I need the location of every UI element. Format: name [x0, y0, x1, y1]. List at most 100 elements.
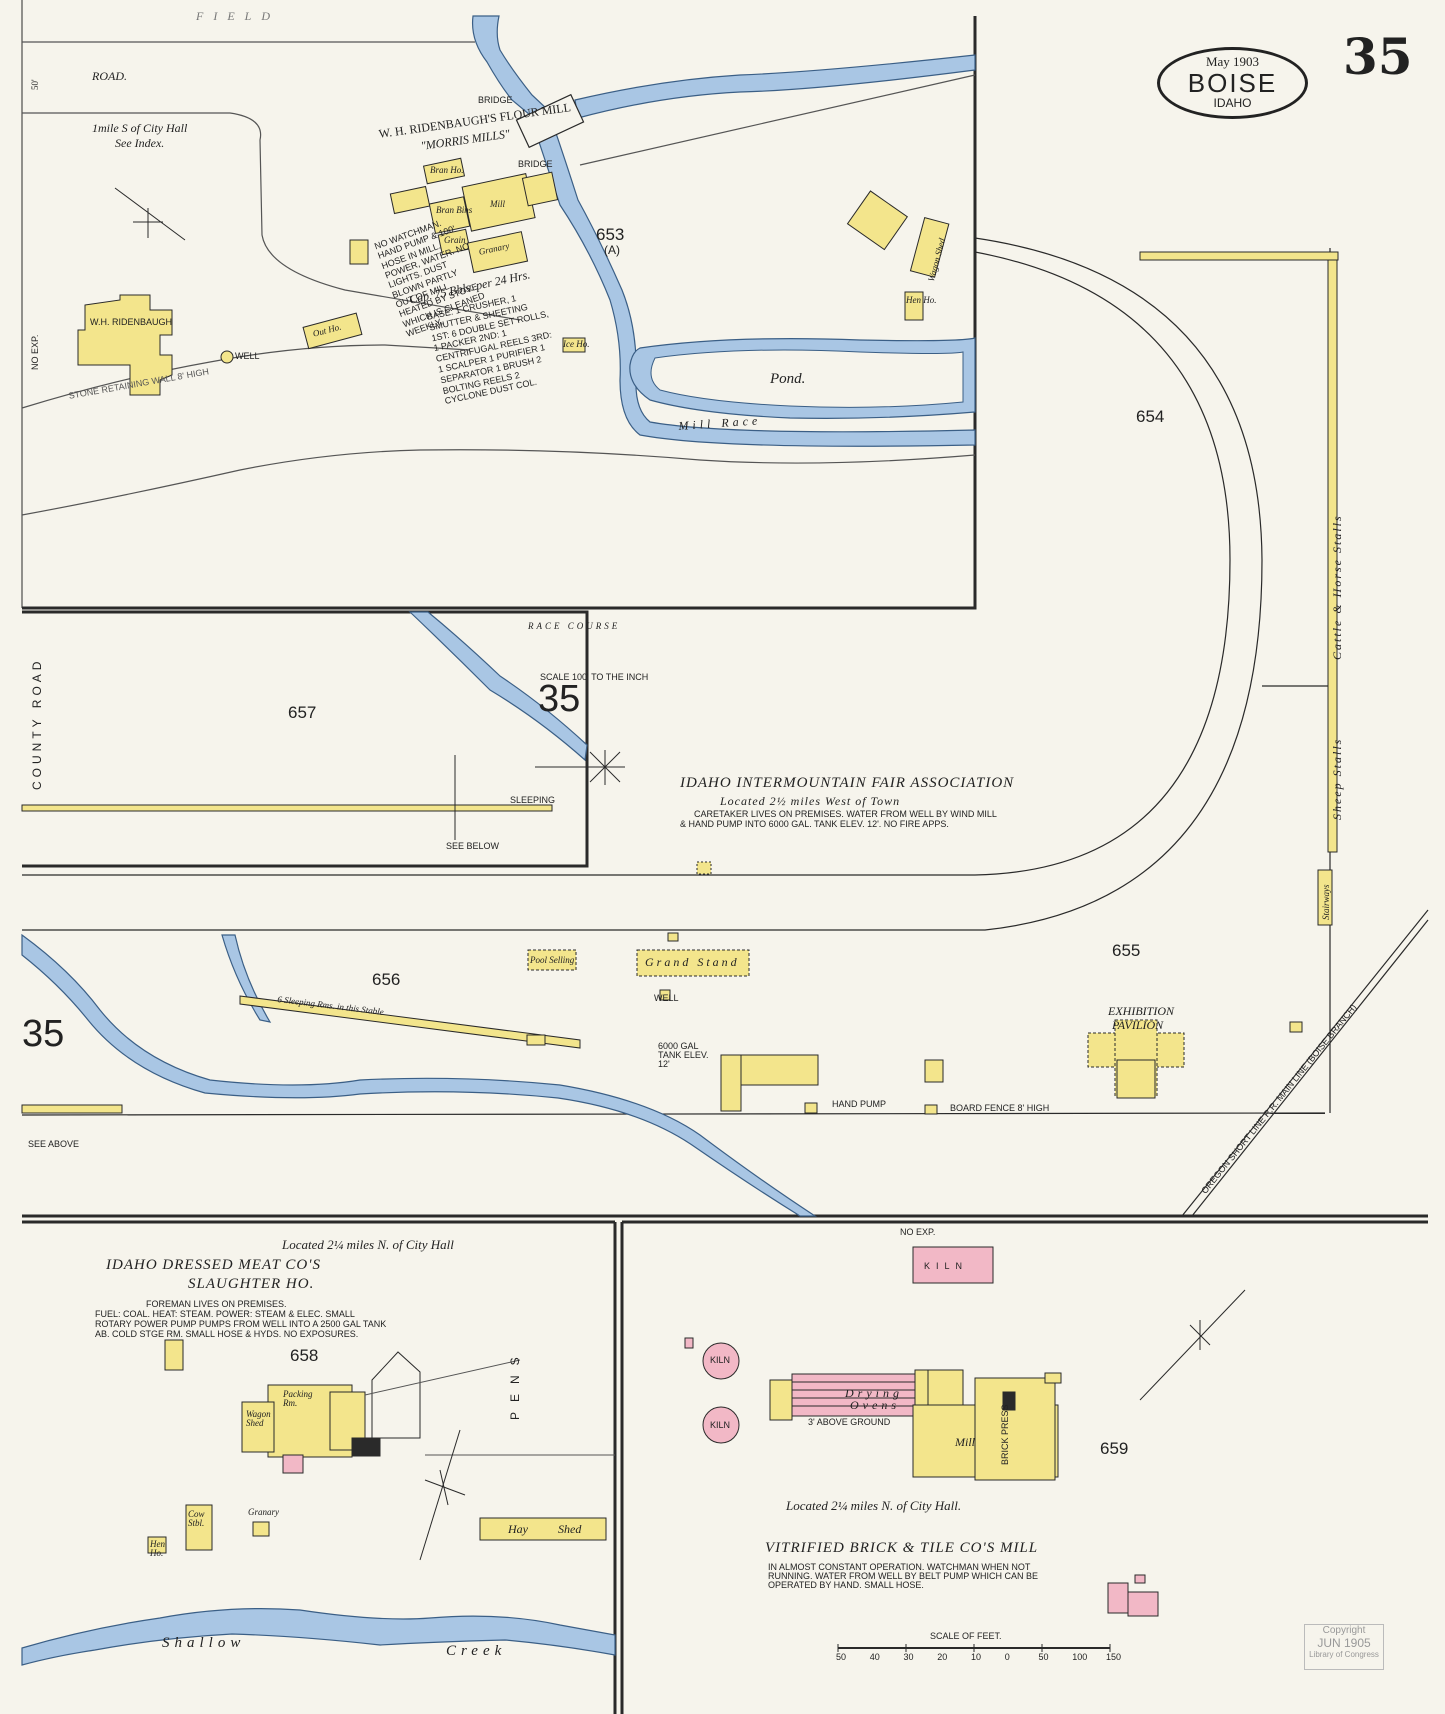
- brick-notes-2: RUNNING. WATER FROM WELL BY BELT PUMP WH…: [768, 1571, 1039, 1581]
- distance-note: 1mile S of City Hall: [92, 121, 188, 135]
- sheep-stalls-label: Sheep Stalls: [1330, 737, 1344, 820]
- granary-label-bl: Granary: [248, 1507, 279, 1517]
- block-656: 656: [372, 970, 401, 989]
- city-name: BOISE: [1187, 68, 1278, 98]
- block-655: 655: [1112, 941, 1141, 960]
- well-label: WELL: [235, 351, 260, 361]
- pond-inner: [650, 349, 964, 408]
- pens-label: PENS: [508, 1347, 522, 1420]
- state-name: IDAHO: [1213, 96, 1252, 110]
- stairways-label: Stairways: [1321, 884, 1331, 920]
- scale-note: SCALE 100' TO THE INCH: [540, 672, 649, 682]
- scale-tick-label: 100: [1072, 1652, 1088, 1662]
- scale-tick-label: 40: [869, 1652, 880, 1662]
- block-653-sub: (A): [604, 243, 620, 257]
- shallow-creek: [21, 1608, 616, 1666]
- scale-tick-label: 50: [836, 1652, 847, 1662]
- hand-pump-label: HAND PUMP: [832, 1099, 887, 1109]
- middle-creek: [21, 611, 818, 1217]
- kiln-top-label: KILN: [924, 1261, 969, 1271]
- block-657: 657: [288, 703, 317, 722]
- copyright-stamp: Copyright JUN 1905 Library of Congress: [1304, 1624, 1384, 1670]
- top-panel-streets: [21, 41, 976, 516]
- board-fence-label: BOARD FENCE 8' HIGH: [950, 1103, 1050, 1113]
- brick-press-label: BRICK PRESS: [1000, 1404, 1010, 1465]
- block-654: 654: [1136, 407, 1165, 426]
- hen-ho-label: Hen Ho.: [906, 295, 937, 305]
- sheet-ref-35-middle: 35: [538, 678, 581, 720]
- pond-label: Pond.: [770, 371, 806, 387]
- drying-label: Drying: [845, 1386, 903, 1400]
- block-653: 653: [596, 225, 625, 244]
- road-label: ROAD.: [92, 69, 127, 83]
- see-above-label: SEE ABOVE: [28, 1139, 80, 1149]
- kiln-1-label: KILN: [710, 1355, 731, 1365]
- cattle-horse-stalls-label: Cattle & Horse Stalls: [1330, 514, 1344, 660]
- sleeping-label: SLEEPING: [510, 795, 556, 805]
- well-label-middle: WELL: [654, 993, 679, 1003]
- road-width-label: 50': [30, 79, 40, 90]
- cow-stable-label: Cow Stbl.: [188, 1509, 205, 1528]
- map-date: May 1903: [1205, 54, 1260, 69]
- block-658: 658: [290, 1346, 319, 1365]
- fair-title: IDAHO INTERMOUNTAIN FAIR ASSOCIATION: [680, 775, 1015, 791]
- scale-tick-label: 0: [1004, 1652, 1010, 1662]
- stamp-line-3: Library of Congress: [1309, 1650, 1379, 1659]
- brick-notes-1: IN ALMOST CONSTANT OPERATION. WATCHMAN W…: [768, 1562, 1031, 1572]
- shed-label: Shed: [558, 1522, 582, 1536]
- fair-location: Located 2½ miles West of Town: [720, 794, 901, 808]
- middle-buildings: [21, 251, 1339, 1115]
- slaughter-location: Located 2¼ miles N. of City Hall: [282, 1237, 454, 1252]
- compass-roses: [114, 187, 1246, 1561]
- brick-location: Located 2¼ miles N. of City Hall.: [786, 1498, 962, 1513]
- residence-label: W.H. RIDENBAUGH: [90, 317, 173, 327]
- bottom-right-buildings: [684, 1246, 1159, 1617]
- no-exp-label: NO EXP.: [30, 334, 40, 370]
- ovens-label: Ovens: [850, 1398, 900, 1412]
- scale-tick-label: 50: [1038, 1652, 1049, 1662]
- creek-label: Creek: [446, 1643, 507, 1659]
- shallow-label: Shallow: [162, 1635, 246, 1651]
- kiln-2-label: KILN: [710, 1420, 731, 1430]
- hen-ho-label-bl: Hen Ho.: [150, 1539, 165, 1558]
- sheet-ref-35-left: 35: [22, 1013, 65, 1055]
- no-exp-label-br: NO EXP.: [900, 1227, 936, 1237]
- bran-bins-label: Bran Bins: [436, 205, 473, 215]
- ice-ho-label: Ice Ho.: [563, 339, 590, 349]
- slaughter-notes-1: FOREMAN LIVES ON PREMISES.: [146, 1299, 287, 1309]
- fair-note-2: & HAND PUMP INTO 6000 GAL. TANK ELEV. 12…: [680, 819, 949, 829]
- grain-label: Grain: [444, 235, 466, 245]
- bran-ho-label: Bran Ho.: [430, 165, 464, 175]
- page-number: 35: [1343, 27, 1413, 86]
- scale-tick-label: 20: [937, 1652, 948, 1662]
- see-below-label: SEE BELOW: [446, 841, 500, 851]
- scale-of-feet-title: SCALE OF FEET.: [930, 1631, 1002, 1641]
- tank-label: 6000 GAL TANK ELEV. 12': [658, 1041, 709, 1069]
- bottom-left-buildings: [147, 1339, 615, 1554]
- hay-label: Hay: [508, 1522, 528, 1536]
- brick-notes-3: OPERATED BY HAND. SMALL HOSE.: [768, 1580, 924, 1590]
- slaughter-notes-2: FUEL: COAL. HEAT: STEAM. POWER: STEAM & …: [95, 1309, 355, 1319]
- slaughter-title-1: IDAHO DRESSED MEAT CO'S: [106, 1257, 321, 1273]
- slaughter-notes-3: ROTARY POWER PUMP PUMPS FROM WELL INTO A…: [95, 1319, 387, 1329]
- county-road-label: COUNTY ROAD: [30, 657, 44, 790]
- slaughter-title-2: SLAUGHTER HO.: [188, 1276, 315, 1292]
- grand-stand-label: Grand Stand: [645, 955, 740, 969]
- fair-note-1: CARETAKER LIVES ON PREMISES. WATER FROM …: [694, 809, 997, 819]
- race-course-label: RACE COURSE: [528, 621, 621, 631]
- packing-rm-label: Packing Rm.: [283, 1389, 313, 1408]
- stamp-line-1: Copyright: [1322, 1625, 1366, 1636]
- see-index-note: See Index.: [115, 136, 165, 150]
- bridge-label: BRIDGE: [478, 95, 513, 105]
- stamp-line-2: JUN 1905: [1317, 1636, 1371, 1650]
- scale-tick-label: 150: [1106, 1652, 1122, 1662]
- mill-label: Mill: [490, 199, 505, 209]
- scale-tick-label: 10: [971, 1652, 982, 1662]
- pavilion-label: PAVILION: [1112, 1018, 1164, 1032]
- title-cartouche: May 1903 BOISE IDAHO: [1157, 47, 1308, 119]
- scale-tick-label: 30: [903, 1652, 914, 1662]
- field-label: FIELD: [196, 9, 280, 23]
- exhibition-label: EXHIBITION: [1108, 1004, 1174, 1018]
- drying-note: 3' ABOVE GROUND: [808, 1417, 891, 1427]
